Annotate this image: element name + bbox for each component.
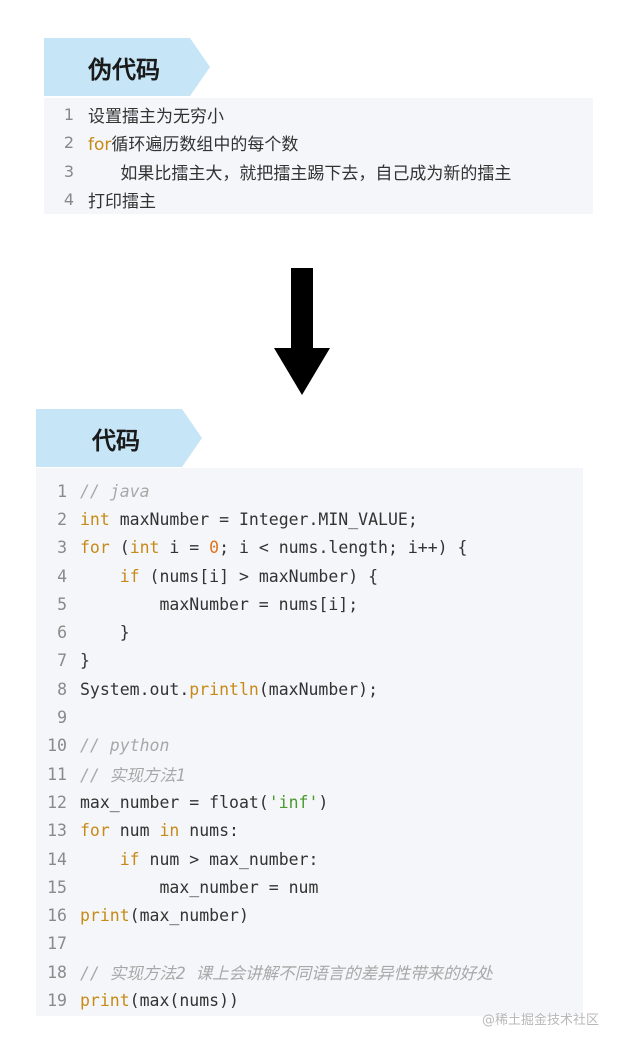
line-text: for (int i = 0; i < nums.length; i++) {	[80, 538, 468, 558]
line-text: max_number = num	[80, 877, 319, 897]
code-block: 1 // java 2 int maxNumber = Integer.MIN_VAL…	[36, 468, 583, 1016]
code-line: 18 // 实现方法2 课上会讲解不同语言的差异性带来的好处	[36, 958, 583, 986]
code-banner: 代码	[36, 409, 202, 467]
pseudocode-banner: 伪代码	[44, 38, 210, 96]
line-text: 打印擂主	[88, 192, 156, 213]
code-line: 1 // java	[36, 477, 583, 505]
line-number: 13	[47, 821, 67, 841]
line-number: 2	[57, 509, 67, 529]
line-number: 6	[57, 623, 67, 643]
line-number: 4	[63, 190, 74, 210]
code-line: 14 if num > max_number:	[36, 845, 583, 873]
line-text: if num > max_number:	[119, 849, 319, 869]
code-line: 1 设置擂主为无穷小	[44, 100, 593, 129]
line-text: 设置擂主为无穷小	[88, 106, 224, 127]
line-number: 8	[57, 679, 67, 699]
line-number: 4	[57, 566, 67, 586]
line-text: int maxNumber = Integer.MIN_VALUE;	[80, 509, 418, 529]
code-line: 16 print(max_number)	[36, 901, 583, 929]
code-line: 3 for (int i = 0; i < nums.length; i++) {	[36, 534, 583, 562]
line-number: 14	[47, 849, 67, 869]
line-number: 10	[47, 736, 67, 756]
line-number: 19	[47, 990, 67, 1010]
line-text: }	[80, 623, 130, 643]
pseudocode-title: 伪代码	[88, 55, 160, 84]
code-line: 4 打印擂主	[44, 186, 593, 215]
line-number: 5	[57, 594, 67, 614]
line-number: 9	[57, 708, 67, 728]
line-text: // python	[80, 736, 170, 756]
line-text: max_number = float('inf')	[80, 792, 329, 812]
code-line: 2 for循环遍历数组中的每个数	[44, 129, 593, 158]
banner-tip	[182, 409, 202, 467]
line-text: // 实现方法2 课上会讲解不同语言的差异性带来的好处	[80, 964, 493, 984]
line-text: print(max(nums))	[80, 990, 239, 1010]
banner-tip	[190, 38, 210, 96]
watermark: @稀土掘金技术社区	[482, 1013, 600, 1028]
line-number: 1	[57, 481, 67, 501]
code-line: 13 for num in nums:	[36, 817, 583, 845]
code-line: 3 如果比擂主大，就把擂主踢下去，自己成为新的擂主	[44, 157, 593, 186]
line-text: for循环遍历数组中的每个数	[88, 135, 299, 156]
line-text: // 实现方法1	[80, 766, 186, 786]
code-line: 12 max_number = float('inf')	[36, 788, 583, 816]
line-text: System.out.println(maxNumber);	[80, 679, 379, 699]
line-number: 12	[47, 792, 67, 812]
code-line: 5 maxNumber = nums[i];	[36, 590, 583, 618]
line-number: 18	[47, 962, 67, 982]
line-text: 如果比擂主大，就把擂主踢下去，自己成为新的擂主	[88, 163, 512, 184]
code-line: 15 max_number = num	[36, 873, 583, 901]
down-arrow-icon	[274, 268, 330, 395]
line-text: }	[80, 651, 90, 671]
line-text: // java	[80, 481, 150, 501]
line-text: if (nums[i] > maxNumber) {	[119, 566, 379, 586]
code-line: 17	[36, 930, 583, 958]
line-number: 1	[63, 104, 74, 124]
code-line: 2 int maxNumber = Integer.MIN_VALUE;	[36, 505, 583, 533]
code-line: 7}	[36, 647, 583, 675]
code-line: 19 print(max(nums))	[36, 986, 583, 1014]
code-line: 10 // python	[36, 732, 583, 760]
code-line: 8 System.out.println(maxNumber);	[36, 675, 583, 703]
line-number: 3	[57, 538, 67, 558]
line-number: 2	[63, 133, 74, 153]
code-line: 6 }	[36, 618, 583, 646]
code-line: 11 // 实现方法1	[36, 760, 583, 788]
code-line: 4 if (nums[i] > maxNumber) {	[36, 562, 583, 590]
line-number: 16	[47, 906, 67, 926]
line-number: 15	[47, 877, 67, 897]
line-text: maxNumber = nums[i];	[80, 594, 359, 614]
line-number: 7	[57, 651, 67, 671]
code-title: 代码	[92, 426, 140, 455]
line-number: 11	[47, 764, 67, 784]
line-number: 3	[63, 161, 74, 181]
line-number: 17	[47, 934, 67, 954]
code-line: 9	[36, 703, 583, 731]
line-text: print(max_number)	[80, 906, 249, 926]
line-text: for num in nums:	[80, 821, 239, 841]
